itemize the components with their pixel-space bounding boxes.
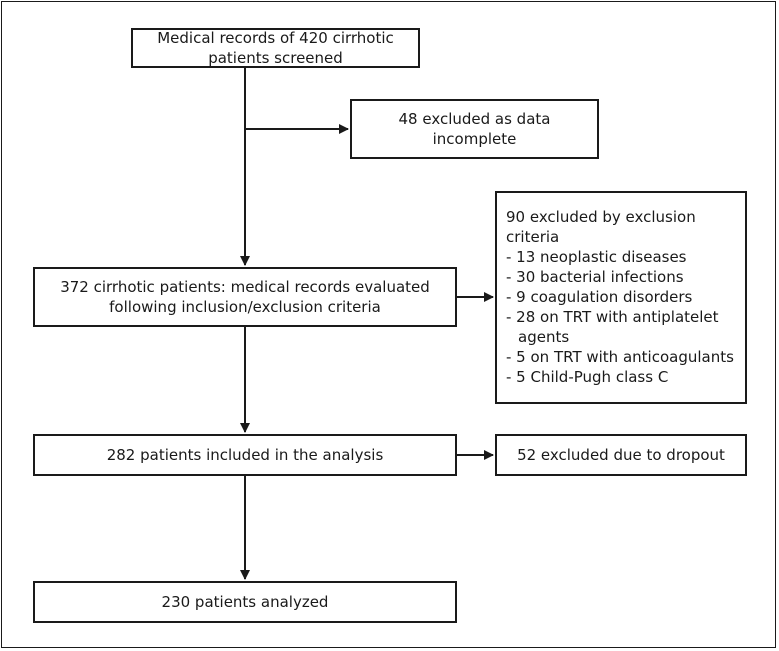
- analyzed-text: 230 patients analyzed: [161, 593, 329, 611]
- analyzed-box: 230 patients analyzed: [33, 581, 457, 623]
- included-text: 282 patients included in the analysis: [106, 446, 384, 464]
- exclusion-item: - 9 coagulation disorders: [506, 288, 693, 306]
- screened-text: Medical records of 420 cirrhotic patient…: [157, 29, 394, 67]
- exclusion-item: - 5 on TRT with anticoagulants: [506, 348, 734, 366]
- dropout-box: 52 excluded due to dropout: [495, 434, 747, 476]
- exclusion-item: - 30 bacterial infections: [506, 268, 684, 286]
- included-box: 282 patients included in the analysis: [33, 434, 457, 476]
- exclusion-item: - 13 neoplastic diseases: [506, 248, 687, 266]
- exclusion-item: - 28 on TRT with antiplatelet agents: [506, 308, 719, 346]
- incomplete-box: 48 excluded as data incomplete: [350, 99, 599, 159]
- incomplete-text: 48 excluded as data incomplete: [398, 110, 551, 148]
- exclusion-title: 90 excluded by exclusion criteria: [506, 208, 696, 246]
- exclusion-criteria-box: 90 excluded by exclusion criteria - 13 n…: [495, 191, 747, 404]
- evaluated-text: 372 cirrhotic patients: medical records …: [60, 278, 430, 316]
- dropout-text: 52 excluded due to dropout: [517, 446, 725, 464]
- exclusion-item: - 5 Child-Pugh class C: [506, 368, 669, 386]
- evaluated-box: 372 cirrhotic patients: medical records …: [33, 267, 457, 327]
- screened-box: Medical records of 420 cirrhotic patient…: [131, 28, 420, 68]
